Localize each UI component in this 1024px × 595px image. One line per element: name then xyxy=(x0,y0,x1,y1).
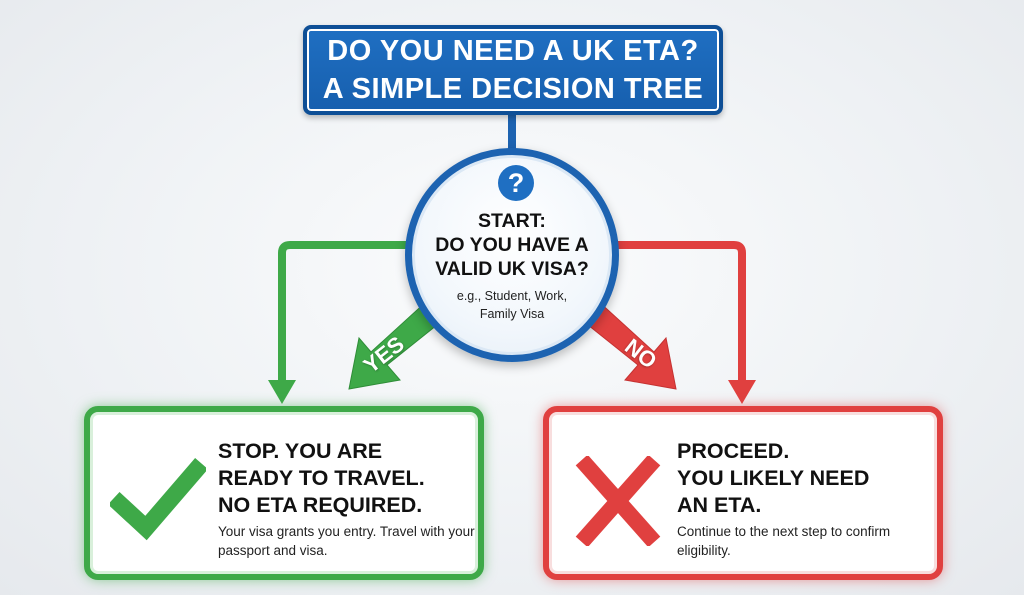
title-line-1: DO YOU NEED A UK ETA? xyxy=(327,35,699,67)
start-line-2: DO YOU HAVE A xyxy=(435,234,589,256)
start-examples: e.g., Student, Work, Family Visa xyxy=(412,287,612,323)
start-note-line-2: Family Visa xyxy=(479,307,545,321)
outcome-yes-box: STOP. YOU ARE READY TO TRAVEL. NO ETA RE… xyxy=(84,406,484,580)
outcome-yes-title-line-1: STOP. YOU ARE xyxy=(218,439,383,463)
no-path-arrowhead xyxy=(728,380,756,404)
outcome-yes-title: STOP. YOU ARE READY TO TRAVEL. NO ETA RE… xyxy=(218,438,488,519)
no-path-line xyxy=(612,241,746,382)
outcome-yes-title-line-3: NO ETA REQUIRED. xyxy=(218,493,423,517)
outcome-no-description: Continue to the next step to confirm eli… xyxy=(677,524,891,558)
start-question: START: DO YOU HAVE A VALID UK VISA? xyxy=(412,209,612,281)
outcome-no-box: PROCEED. YOU LIKELY NEED AN ETA. Continu… xyxy=(543,406,943,580)
start-note-line-1: e.g., Student, Work, xyxy=(456,289,568,303)
start-node: ? START: DO YOU HAVE A VALID UK VISA? e.… xyxy=(405,148,619,362)
question-mark-icon: ? xyxy=(498,165,534,201)
outcome-no-title-line-3: AN ETA. xyxy=(677,493,762,517)
outcome-yes-description: Your visa grants you entry. Travel with … xyxy=(218,524,475,558)
title-box: DO YOU NEED A UK ETA? A SIMPLE DECISION … xyxy=(303,25,723,115)
start-line-3: VALID UK VISA? xyxy=(435,258,589,280)
start-line-1: START: xyxy=(478,210,546,232)
yes-path-line xyxy=(278,241,412,382)
outcome-yes-title-line-2: READY TO TRAVEL. xyxy=(218,466,425,490)
outcome-no-title: PROCEED. YOU LIKELY NEED AN ETA. xyxy=(677,438,947,519)
outcome-no-title-line-1: PROCEED. xyxy=(677,439,790,463)
yes-path-arrowhead xyxy=(268,380,296,404)
outcome-no-title-line-2: YOU LIKELY NEED xyxy=(677,466,870,490)
title-line-2: A SIMPLE DECISION TREE xyxy=(322,73,704,105)
cross-icon xyxy=(575,456,661,546)
checkmark-icon xyxy=(110,458,206,541)
